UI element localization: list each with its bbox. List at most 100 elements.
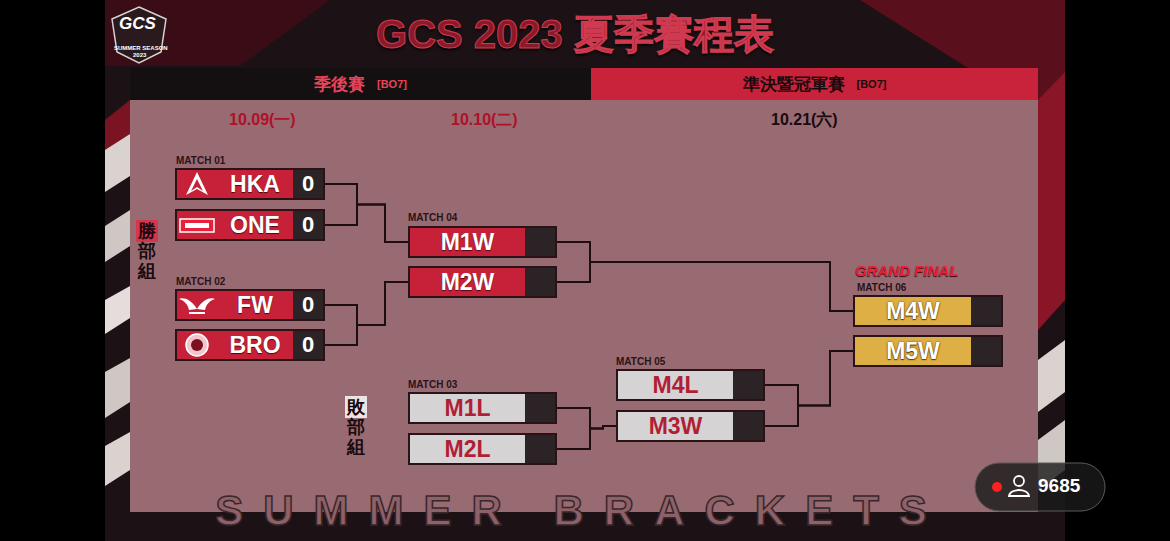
name-cell: FW [217,291,293,319]
bracket-line [325,205,408,243]
bracket-line [765,351,853,426]
viewer-icon [1009,490,1029,496]
team-name: M1L [445,397,491,420]
side-stripe [105,432,130,486]
name-cell: HKA [217,170,293,198]
name-cell: M4W [855,297,971,325]
red-shard [105,0,330,66]
viewer-icon [1014,476,1024,486]
score-number: 0 [302,214,314,236]
viewer-count: 9685 [1038,476,1080,497]
tab-format: [BO7] [857,79,887,90]
score-number: 0 [302,173,314,195]
red-shard [1038,72,1065,330]
poster-ground [105,0,1065,541]
name-cell: ONE [217,211,293,239]
team-box: FW 0 [175,289,325,321]
slot-box: M2W [408,266,557,298]
name-cell: M1W [410,228,525,256]
score-number: 0 [302,334,314,356]
name-cell: M1L [410,394,525,422]
score-cell [525,228,555,256]
league-logo-text: 2023 [133,52,146,59]
slot-box: M2L [408,433,557,465]
name-cell: M2L [410,435,525,463]
tab-title: 準決暨冠軍賽 [743,76,845,93]
team-box: HKA 0 [175,168,325,200]
team-logo [177,291,217,319]
score-cell [525,435,555,463]
side-stripe [105,134,130,192]
match-label: MATCH 03 [408,379,457,390]
score-cell [733,371,763,399]
league-emblem [112,7,166,63]
side-stripe [1038,340,1065,412]
score-number: 0 [302,294,314,316]
side-stripe [105,286,130,334]
score-cell: 0 [293,331,323,359]
team-name: M1W [441,231,495,254]
stage-tab: 準決暨冠軍賽 [BO7] [591,68,1038,100]
team-name: M4L [653,374,699,397]
date-label: 10.09(一) [229,111,296,129]
bracket-line [765,351,853,406]
team-logo-art [177,331,217,359]
slot-box: M1W [408,226,557,258]
final-slot-box: M4W [853,295,1003,327]
score-cell [525,394,555,422]
league-logo-text: GCS [119,15,156,34]
team-logo-shape [197,298,215,310]
team-logo-art [177,291,217,319]
bracket-line [325,184,408,242]
team-box: ONE 0 [175,209,325,241]
score-cell [971,297,1001,325]
team-logo [177,211,217,239]
score-cell [525,268,555,296]
score-cell: 0 [293,291,323,319]
date-label: 10.21(六) [771,111,838,129]
league-logo-text: SUMMER SEASON [114,45,168,52]
team-logo-shape [180,219,214,232]
watermark: SUMMER BRACKETS [215,490,947,532]
date-label: 10.10(二) [451,111,518,129]
team-box: BRO 0 [175,329,325,361]
bracket-line [325,282,408,325]
viewer-pill [975,463,1105,511]
name-cell: BRO [217,331,293,359]
tab-format: [BO7] [377,79,407,90]
bracket-line [325,282,408,345]
team-name: M5W [886,340,940,363]
score-cell [733,412,763,440]
side-stripe [105,210,130,262]
score-cell: 0 [293,211,323,239]
name-cell: M5W [855,337,971,365]
team-name: ONE [230,214,280,237]
team-logo-shape [186,334,208,356]
bracket-line [557,242,853,311]
group-label: 敗部組 [347,398,365,457]
final-slot-box: M5W [853,335,1003,367]
team-logo-shape [191,179,203,191]
match-label: MATCH 04 [408,212,457,223]
team-name: M3W [649,415,703,438]
bracket-panel [130,68,1038,512]
final-label: GRAND FINAL [855,263,958,280]
team-name: M4W [886,300,940,323]
team-logo-shape [185,223,209,228]
team-name: HKA [230,173,280,196]
bracket-line [557,262,853,311]
match-label: MATCH 06 [857,282,906,293]
score-cell [971,337,1001,365]
team-logo-shape [189,312,205,314]
team-logo [177,331,217,359]
page-title: GCS 2023 夏季賽程表 [376,10,774,58]
name-cell: M3W [618,412,733,440]
team-logo [177,170,217,198]
team-logo-shape [186,172,208,195]
team-logo-shape [191,339,203,351]
match-label: MATCH 05 [616,356,665,367]
team-logo-shape [179,298,197,310]
score-cell: 0 [293,170,323,198]
